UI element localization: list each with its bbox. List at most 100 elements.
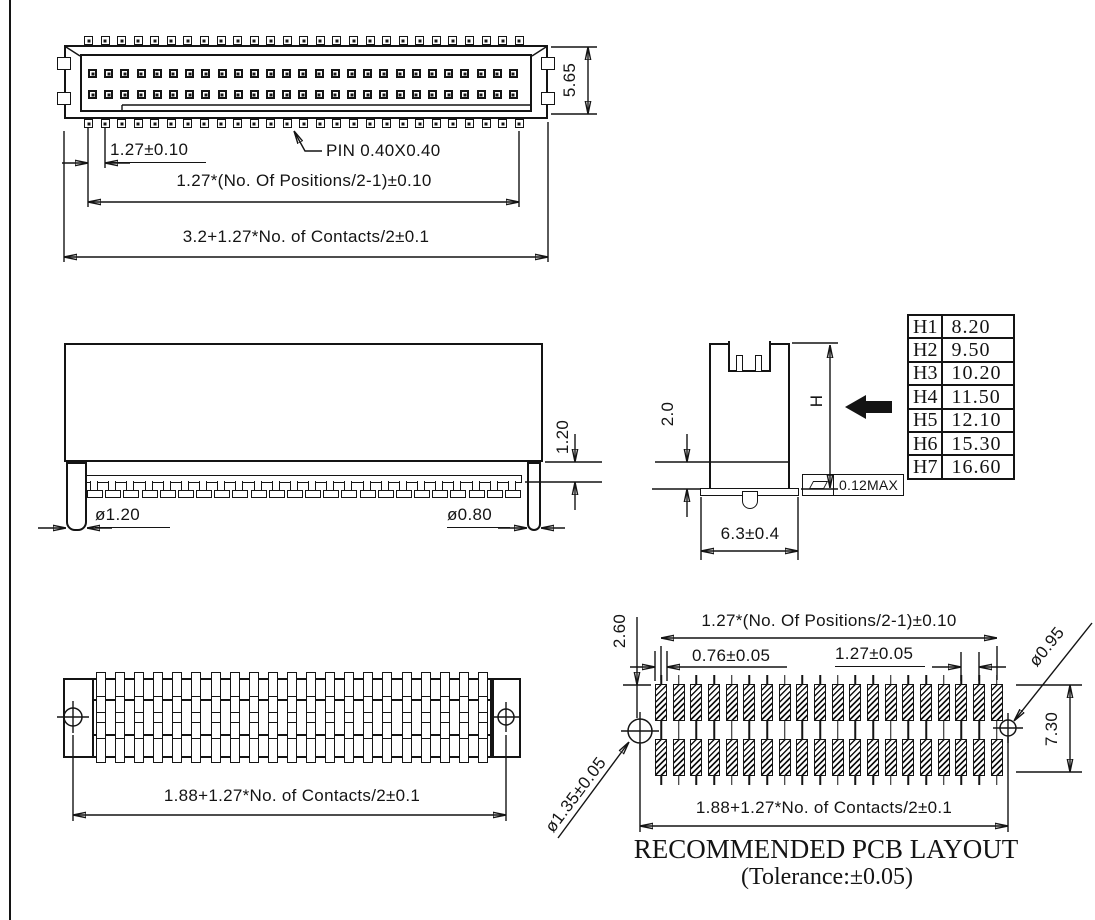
solder-pad [902, 684, 915, 721]
solder-pad [831, 739, 844, 776]
solder-tab [514, 36, 524, 45]
solder-tab [448, 36, 458, 45]
solder-pad [796, 684, 809, 721]
solder-pad [955, 739, 968, 776]
contact-pin [168, 90, 178, 99]
contact-pin [460, 90, 470, 99]
front-view-body [64, 343, 543, 462]
contact-pin [88, 69, 97, 78]
dim-top-pitch: 1.27±0.10 [110, 140, 207, 163]
solder-pad [831, 684, 844, 721]
dim-pcb-pad-width: 0.76±0.05 [692, 646, 771, 665]
solder-tab [266, 119, 276, 128]
solder-pad [973, 684, 986, 721]
contact-pin [508, 69, 518, 78]
contact-pin [492, 90, 502, 99]
smt-lead [305, 481, 322, 498]
solder-tab [84, 36, 93, 45]
dim-pcb-length: 1.88+1.27*No. of Contacts/2±0.1 [695, 798, 953, 817]
contact-column [229, 672, 240, 763]
contact-pin [217, 69, 227, 78]
smt-lead [105, 481, 122, 498]
contact-column [477, 672, 488, 763]
smt-lead [250, 481, 267, 498]
solder-tab [332, 119, 342, 128]
contact-column [420, 672, 431, 763]
solder-pad [867, 684, 880, 721]
solder-pad [955, 684, 968, 721]
front-view-pin-rail [86, 475, 522, 483]
solder-tab [299, 119, 309, 128]
smt-lead [504, 481, 521, 498]
contact-pin [88, 90, 97, 99]
flatness-value: 0.12MAX [834, 474, 904, 496]
contact-column [210, 672, 221, 763]
smt-lead [432, 481, 449, 498]
contact-pin [460, 69, 470, 78]
solder-pad [690, 739, 703, 776]
top-view-pin-row-2 [88, 90, 518, 99]
solder-tab [133, 119, 143, 128]
solder-tab [166, 36, 176, 45]
dim-front-peg-dia: ø1.20 [95, 505, 170, 528]
solder-tab [199, 36, 209, 45]
smt-lead [177, 481, 194, 498]
dim-side-tail-height: 2.0 [658, 401, 677, 427]
contact-pin [120, 69, 130, 78]
contact-pin [395, 69, 405, 78]
solder-pad [743, 684, 756, 721]
smt-lead [359, 481, 376, 498]
solder-tab [166, 119, 176, 128]
solder-tab [349, 36, 358, 45]
flatness-callout: 0.12MAX [802, 474, 904, 496]
contact-pin [201, 90, 211, 99]
contact-pin [201, 69, 211, 78]
dim-pcb-pad-pitch: 1.27±0.05 [835, 644, 926, 667]
contact-pin [508, 90, 518, 99]
solder-tab [431, 36, 441, 45]
smt-lead [232, 481, 249, 498]
solder-tab [282, 36, 292, 45]
contact-column [382, 672, 393, 763]
solder-tab [349, 119, 358, 128]
solder-tab [299, 36, 309, 45]
solder-tab [382, 119, 392, 128]
solder-tab [266, 36, 276, 45]
smt-lead [468, 481, 485, 498]
solder-tab [398, 36, 408, 45]
pcb-layout-tolerance: (Tolerance:±0.05) [740, 864, 914, 890]
contact-column [153, 672, 164, 763]
contact-pin [266, 90, 276, 99]
solder-pad [672, 684, 685, 721]
smt-lead [286, 481, 303, 498]
solder-pad [920, 739, 933, 776]
contact-column [134, 672, 145, 763]
solder-tab [498, 36, 508, 45]
solder-pad [708, 739, 721, 776]
dim-bottom-length: 1.88+1.27*No. of Contacts/2±0.1 [163, 786, 421, 805]
dim-side-mating-height: H [807, 394, 826, 408]
contact-pin [330, 69, 340, 78]
smt-lead [341, 481, 358, 498]
contact-column [363, 672, 374, 763]
contact-pin [249, 69, 259, 78]
solder-pad [849, 739, 862, 776]
solder-pad [990, 739, 1003, 776]
solder-tab [498, 119, 508, 128]
smt-lead [141, 481, 158, 498]
smt-lead [377, 481, 394, 498]
solder-tab [84, 119, 93, 128]
flatness-icon [808, 481, 828, 489]
flatness-symbol-cell [802, 474, 834, 496]
solder-pad [655, 739, 667, 776]
solder-pad [920, 684, 933, 721]
smt-lead [87, 481, 103, 498]
contact-pin [395, 90, 405, 99]
dim-pcb-row-span: 7.30 [1042, 711, 1061, 747]
solder-pad [884, 739, 897, 776]
side-view-slot-prong-1 [736, 355, 743, 372]
solder-pad [778, 739, 791, 776]
smt-lead [159, 481, 176, 498]
front-view-left-peg [66, 462, 87, 531]
contact-column [458, 672, 469, 763]
